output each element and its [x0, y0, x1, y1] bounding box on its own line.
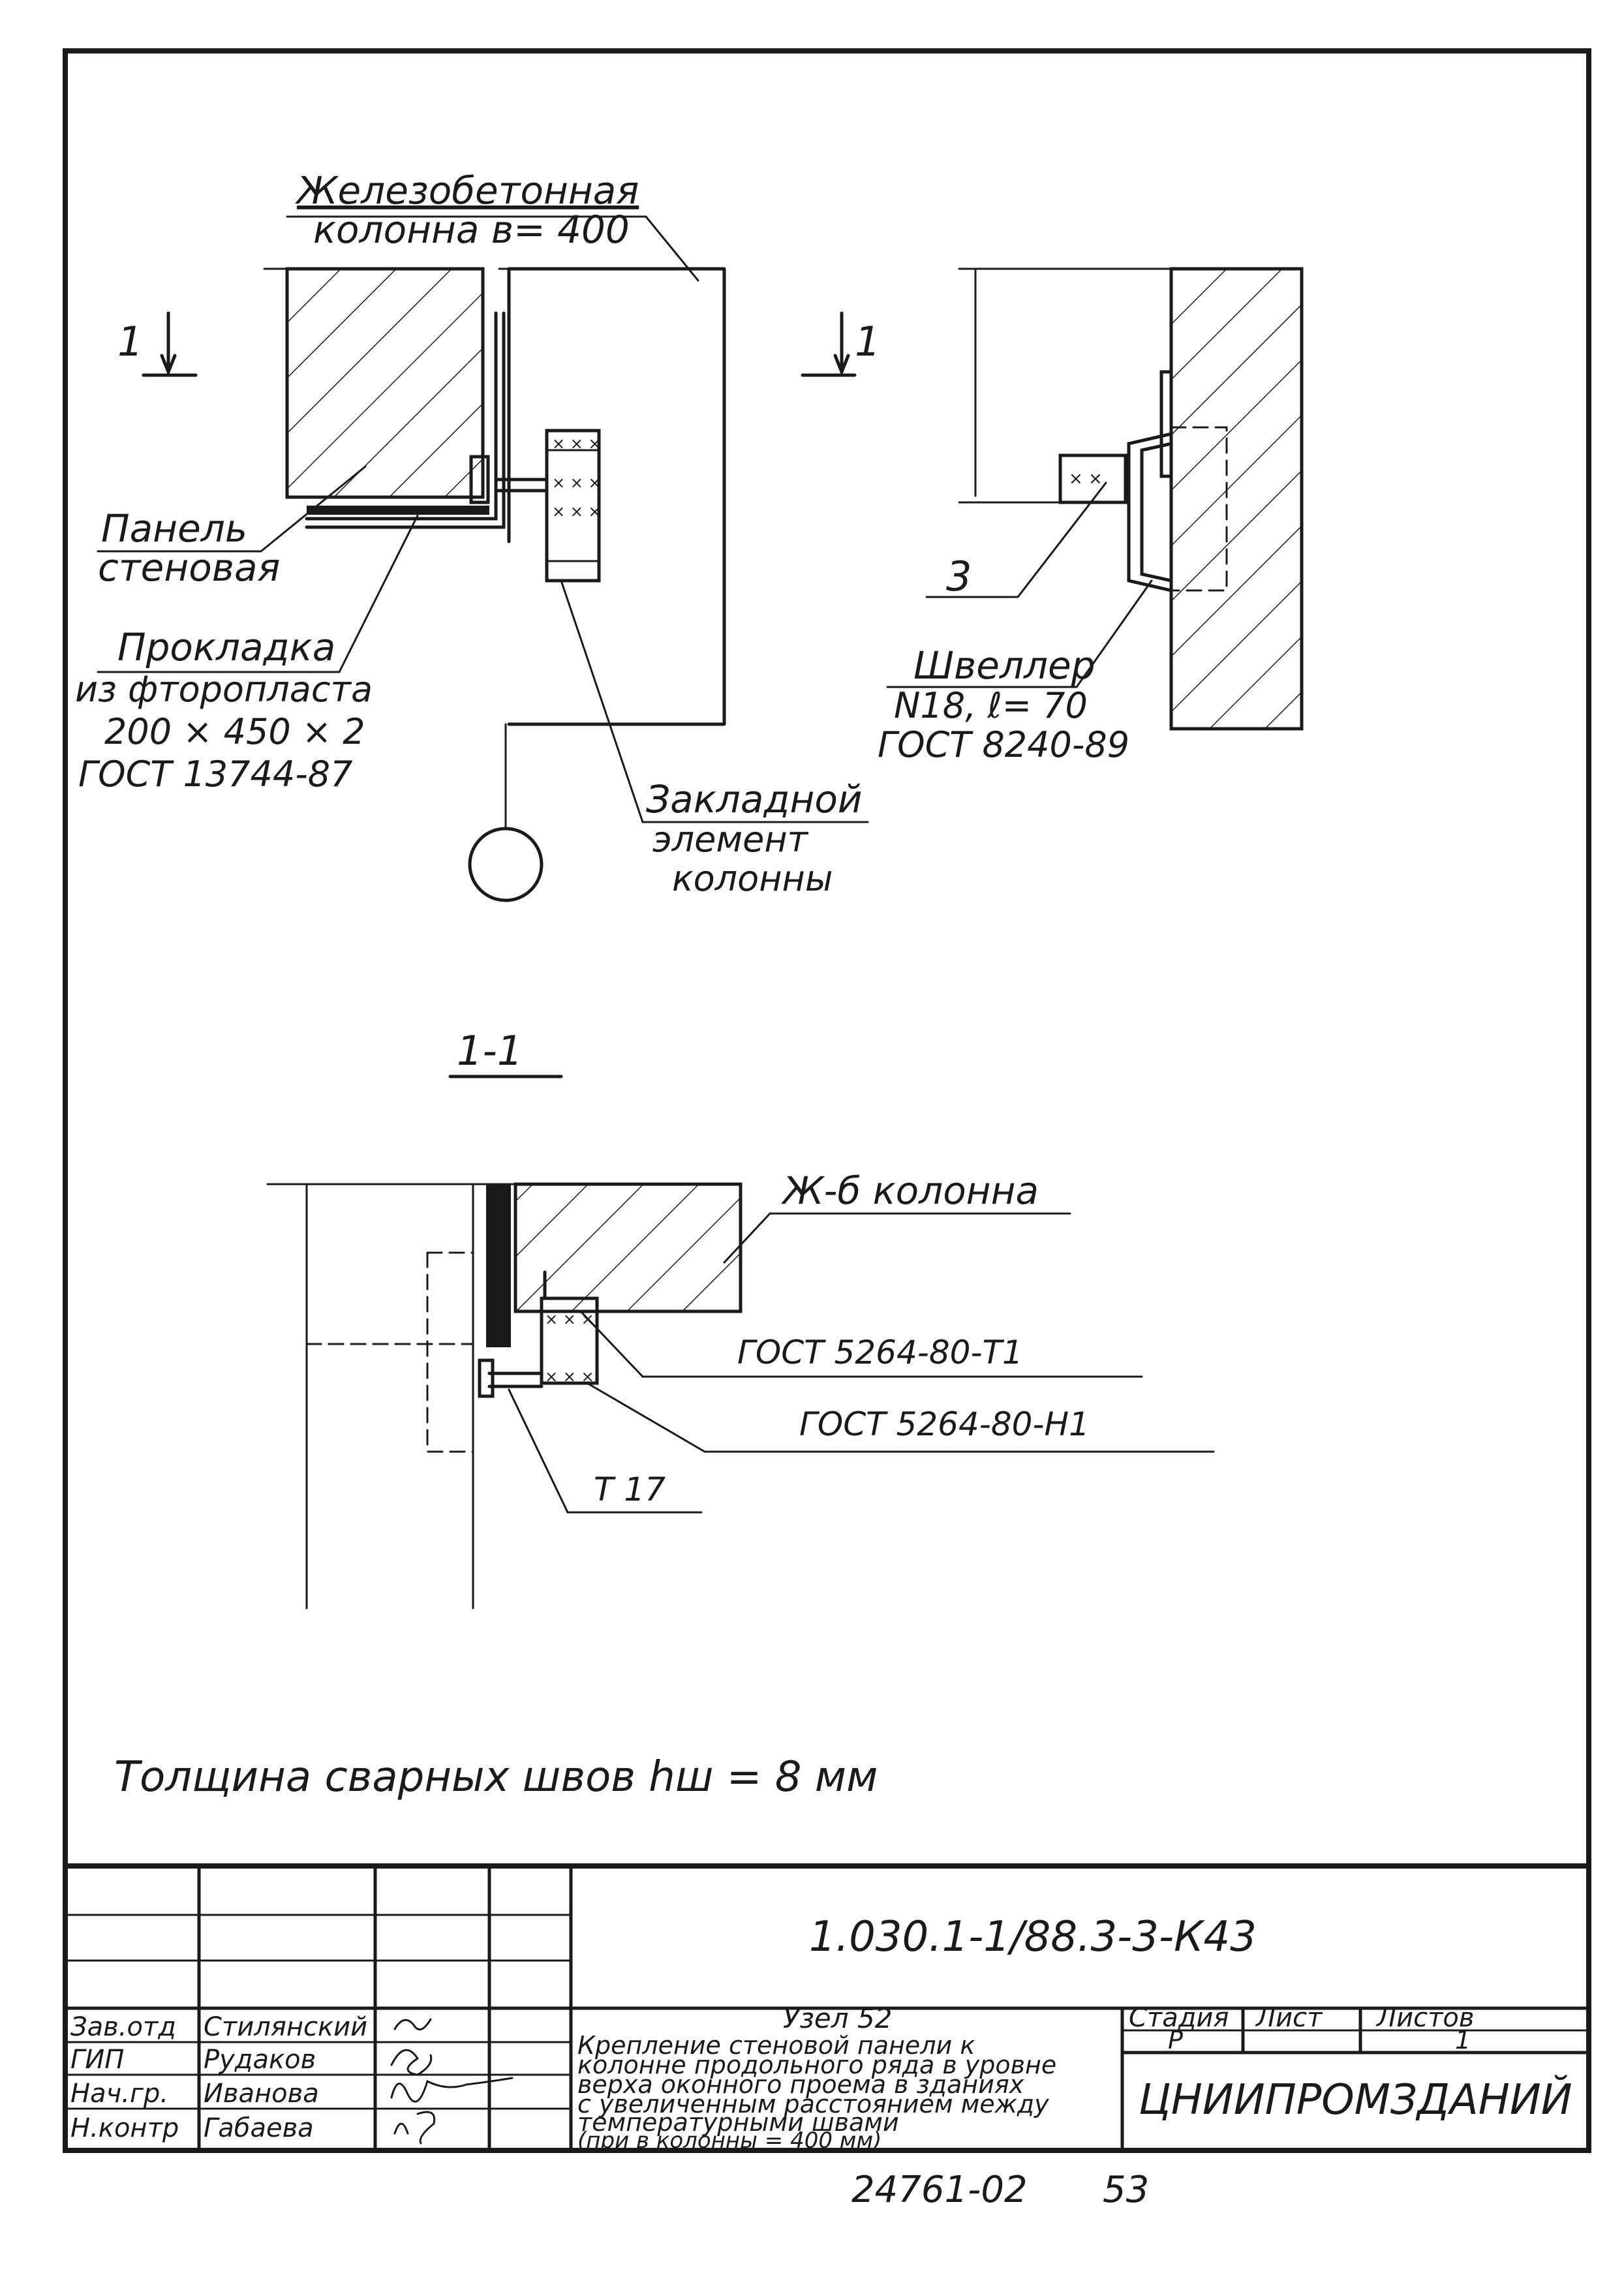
angle-bracket: [1058, 453, 1127, 504]
staff-role-4: Н.контр: [70, 2113, 179, 2143]
doc-code: 1.030.1-1/88.3-3-К43: [809, 1913, 1257, 1961]
pad-label-line3: 200 × 450 × 2: [104, 711, 365, 752]
staff-name-1: Стилянский: [204, 2012, 367, 2042]
node-description-4: с увеличенным расстоянием между: [577, 2090, 1049, 2118]
page-number: 53: [1103, 2169, 1149, 2211]
node-description-2: колонне продольного ряда в уровне: [577, 2051, 1056, 2079]
axis-circle: [468, 827, 544, 902]
svg-text:× ×: × ×: [1069, 469, 1103, 489]
section-plate: [540, 1296, 599, 1385]
staff-role-1: Зав.отд: [70, 2012, 176, 2042]
sheets-value: 1: [1455, 2026, 1471, 2055]
svg-text:× × ×: × × ×: [552, 435, 602, 453]
pad-label-line1: Прокладка: [117, 625, 335, 669]
column-label-line1: Железобетонная: [295, 168, 639, 213]
stage-value: Р: [1168, 2026, 1183, 2055]
pad-label-line2: из фторопласта: [75, 669, 373, 710]
sheet-header: Лист: [1255, 2003, 1323, 2033]
signatures: [390, 2018, 513, 2145]
staff-role-3: Нач.гр.: [70, 2079, 168, 2109]
sheets-header: Листов: [1375, 2003, 1474, 2033]
section-view: 1-1 × × × × × × Ж-б колонна ГОСТ 5264-80…: [266, 1027, 1215, 1610]
channel-label-line2: N18, ℓ= 70: [894, 685, 1088, 726]
steel-angle: [305, 311, 506, 529]
wall-panel: [285, 267, 485, 499]
column-outline: [507, 267, 726, 726]
callout-3: 3: [946, 553, 972, 600]
staff-name-4: Габаева: [204, 2113, 314, 2143]
embed-label-line1: Закладной: [646, 777, 863, 821]
fluoroplast-pad: [307, 506, 489, 515]
section-title: 1-1: [457, 1027, 523, 1075]
node-description-1: Крепление стеновой панели к: [577, 2031, 975, 2060]
section-marker-left: 1: [117, 318, 143, 365]
staff-name-2: Рудаков: [204, 2045, 316, 2075]
section-column-label: Ж-б колонна: [781, 1169, 1039, 1213]
svg-text:× × ×: × × ×: [545, 1310, 594, 1328]
weld-thickness-note: Толщина сварных швов hш = 8 мм: [114, 1753, 878, 1801]
channel-profile: [1127, 432, 1173, 592]
weld-small-label: Т 17: [594, 1471, 666, 1508]
embed-label-line2: элемент: [652, 819, 809, 860]
embedded-element: [545, 429, 601, 583]
section-marker-right: 1: [855, 318, 880, 365]
node-title: Узел 52: [783, 2002, 892, 2034]
panel-label-line2: стеновая: [98, 545, 280, 590]
side-view: × × 3 Швеллер N18, ℓ= 70 ГОСТ 8240-89: [878, 267, 1304, 765]
title-block: 1.030.1-1/88.3-3-К43 Зав.отд Стилянский …: [63, 1863, 1591, 2154]
stage-header: Стадия: [1129, 2003, 1229, 2033]
node-description-3: верха оконного проема в зданиях: [577, 2070, 1024, 2099]
weld-bottom-label: ГОСТ 5264-80-Н1: [799, 1405, 1090, 1443]
svg-text:× × ×: × × ×: [552, 474, 602, 492]
staff-role-2: ГИП: [70, 2045, 124, 2075]
sheet-frame: [63, 48, 1591, 2153]
column-label-line2: колонна в= 400: [313, 207, 630, 252]
organization: ЦНИИПРОМЗДАНИЙ: [1139, 2075, 1572, 2124]
channel-label-line1: Швеллер: [913, 643, 1095, 688]
side-column-hatched: [1169, 267, 1304, 731]
staff-name-3: Иванова: [204, 2079, 319, 2109]
svg-text:× × ×: × × ×: [552, 502, 602, 521]
archive-number: 24761-02: [851, 2169, 1028, 2211]
weld-top-label: ГОСТ 5264-80-Т1: [737, 1334, 1023, 1371]
embed-label-line3: колонны: [672, 858, 833, 899]
node-description-5: температурными швами: [577, 2108, 899, 2137]
svg-text:× × ×: × × ×: [545, 1368, 594, 1386]
node-description-6: (при в колонны = 400 мм): [577, 2128, 881, 2154]
pad-label-line4: ГОСТ 13744-87: [78, 754, 352, 795]
panel-label-line1: Панель: [101, 506, 247, 551]
channel-label-line3: ГОСТ 8240-89: [878, 724, 1129, 765]
section-column-hatched: [513, 1182, 743, 1313]
top-view: × × × × × × × × × 1 1 Железобетонная кол…: [75, 168, 880, 902]
